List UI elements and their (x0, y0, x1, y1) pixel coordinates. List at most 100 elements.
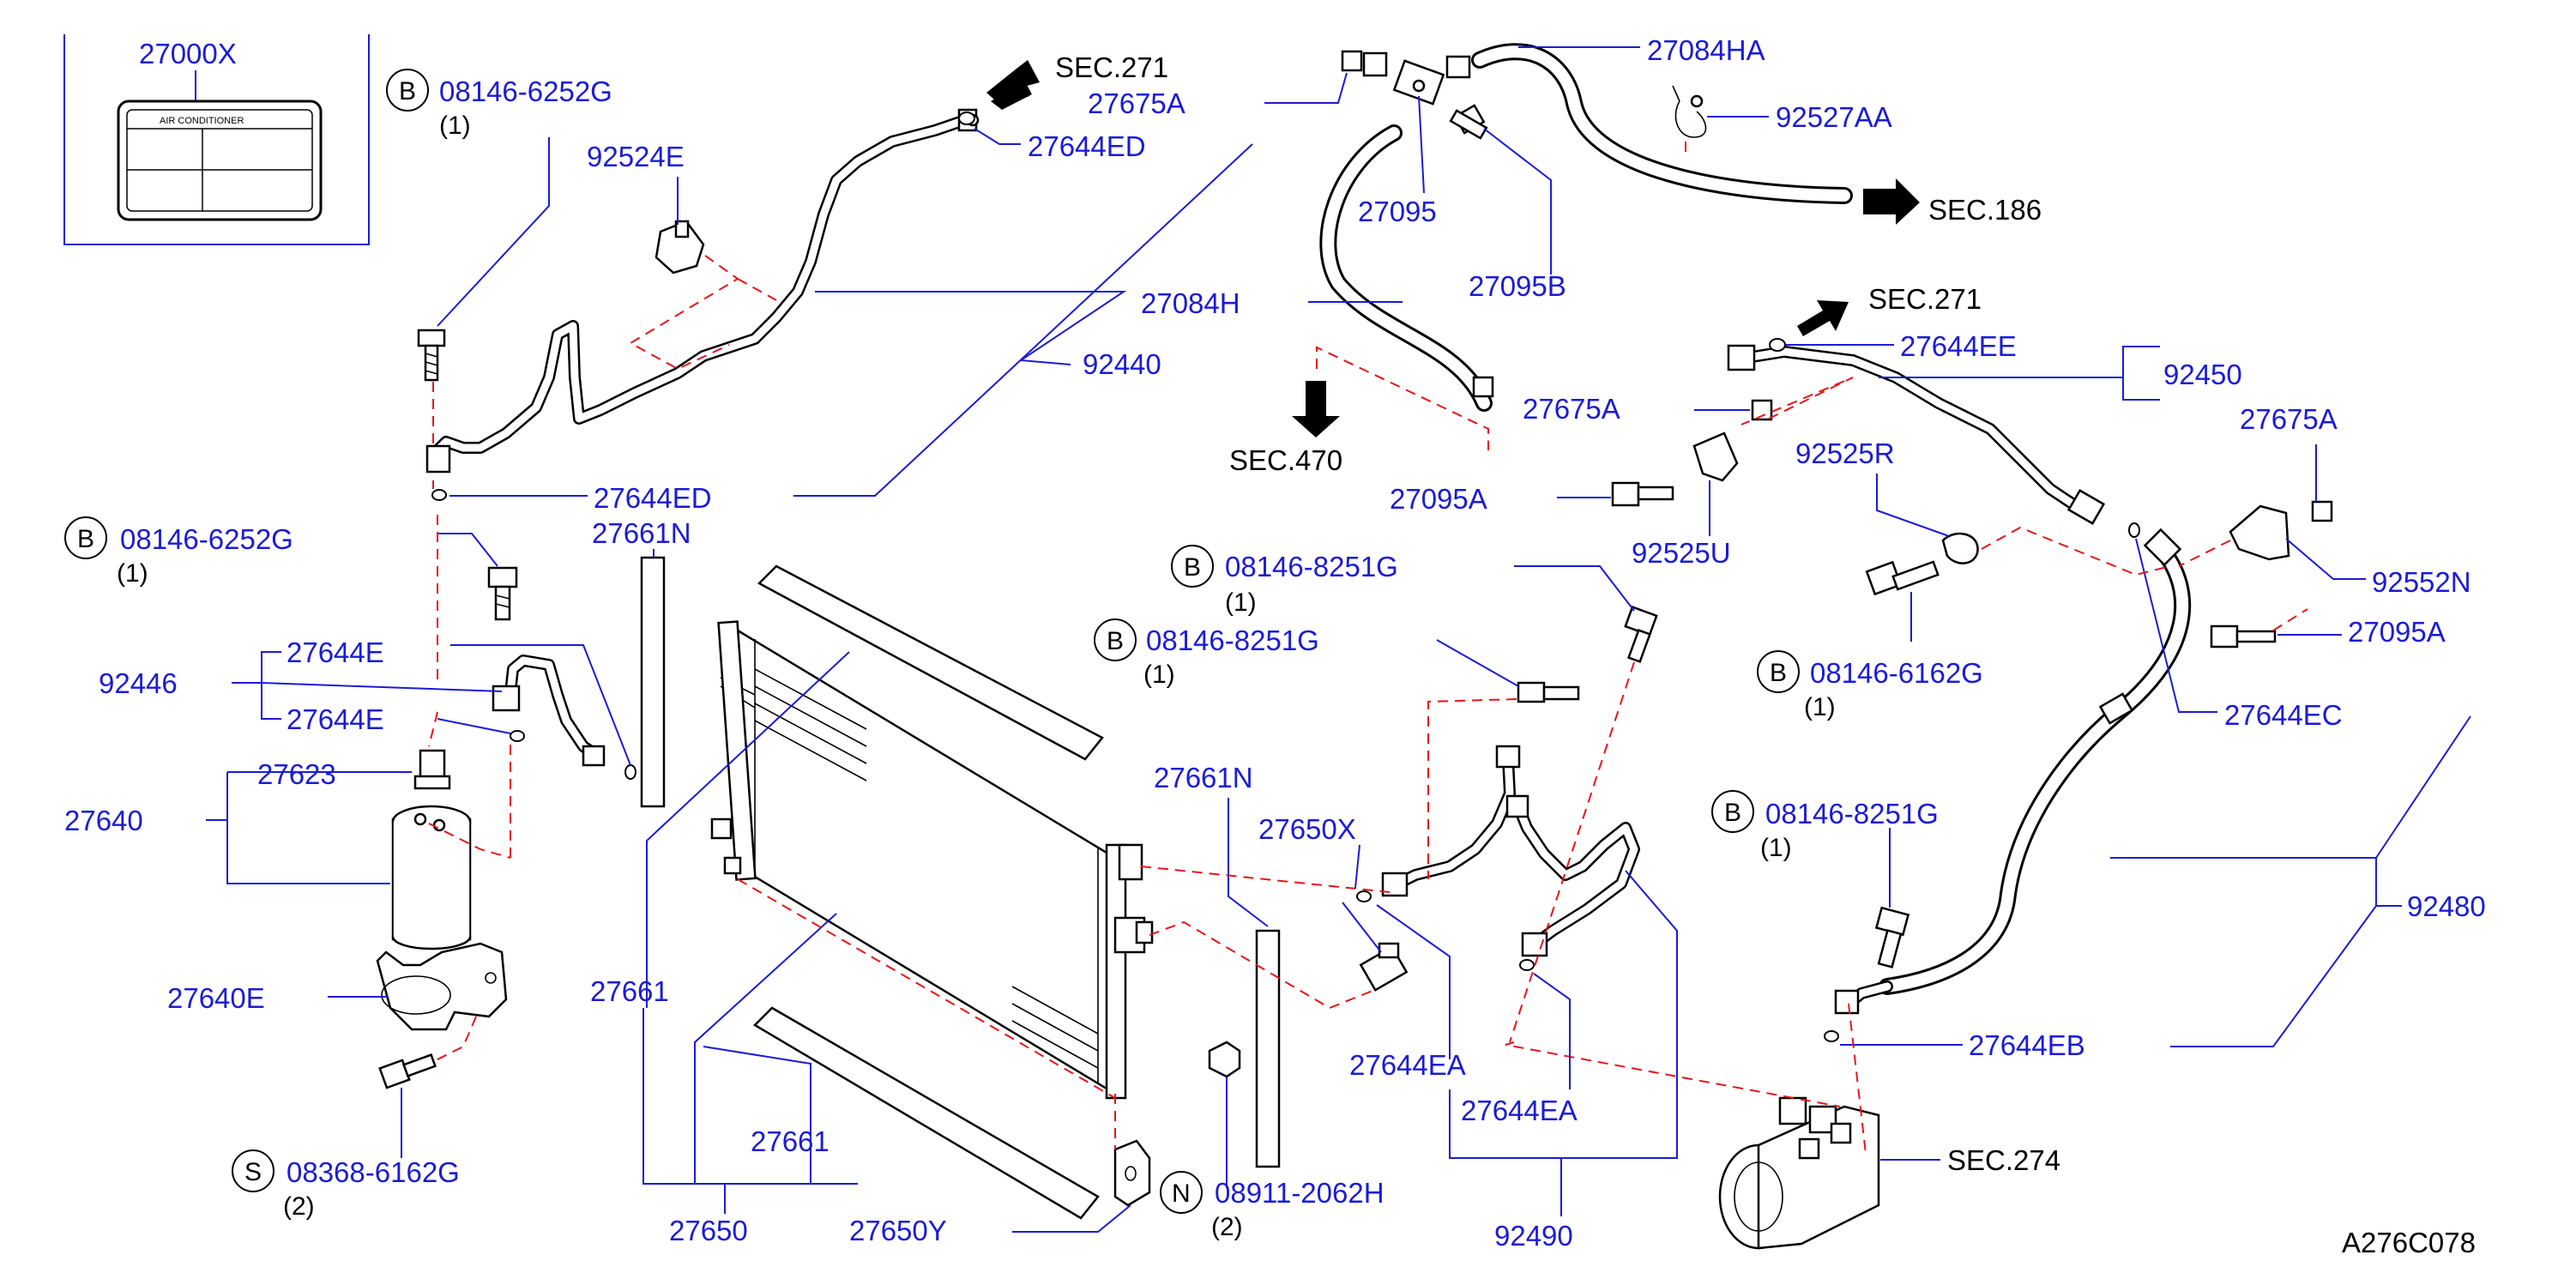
part-label-08146-8251g-compressor: 08146-8251G (1765, 798, 1939, 830)
b-symbol-letter: B (1770, 659, 1787, 687)
clip-92524e (655, 220, 705, 275)
part-label-27644ea-left: 27644EA (1349, 1049, 1466, 1081)
b-symbol-letter: B (1724, 799, 1741, 827)
hose-27084h (1319, 124, 1494, 412)
pipe-92490 (1381, 745, 1640, 957)
part-label-92480: 92480 (2407, 890, 2486, 922)
part-label-27644e-bottom: 27644E (287, 703, 384, 735)
part-label-92527aa: 92527AA (1776, 101, 1892, 133)
b-symbol-1 (386, 69, 429, 112)
sec-271-right: SEC.271 (1868, 283, 1982, 315)
sec-274: SEC.274 (1947, 1144, 2060, 1176)
qty-08146-6162g: (1) (1804, 693, 1836, 721)
bolt-08146-6252g-upper (417, 329, 446, 382)
b-symbol-letter: B (1107, 627, 1124, 655)
sensor-92527aa (1672, 85, 1707, 138)
bolt-08368-6162g (378, 1053, 437, 1089)
part-label-92440: 92440 (1083, 348, 1161, 380)
bolt-08146-6162g (1865, 560, 1940, 596)
qty-08146-8251g-compressor: (1) (1760, 834, 1792, 862)
part-label-27650: 27650 (669, 1215, 748, 1246)
part-label-27095: 27095 (1358, 196, 1437, 227)
b-symbol-letter: B (1184, 553, 1201, 582)
receiver-drier-27640 (391, 805, 472, 950)
sec-271-arrow-right (1797, 300, 1849, 336)
bolt-27095b (1449, 104, 1488, 140)
valve-27675a-right (2311, 500, 2333, 522)
sec-186: SEC.186 (1928, 194, 2042, 226)
sec-470-arrow (1292, 381, 1340, 437)
part-label-27661n-left: 27661N (592, 517, 691, 549)
part-label-27644ed-left: 27644ED (594, 482, 712, 514)
seal-27661-upper (757, 564, 1104, 761)
part-label-27661n-right: 27661N (1154, 762, 1253, 793)
compressor (1718, 1096, 1880, 1250)
part-label-27644eb: 27644EB (1969, 1029, 2085, 1061)
qty-08146-8251g-center: (1) (1143, 661, 1175, 689)
seal-27661n-left (640, 556, 666, 808)
part-label-08146-8251g-upper: 08146-8251G (1225, 551, 1398, 582)
part-label-27640e: 27640E (167, 982, 265, 1014)
switch-27650x (1359, 942, 1409, 992)
part-label-27644ea-center: 27644EA (1461, 1095, 1578, 1126)
part-label-27095b: 27095B (1469, 270, 1566, 302)
qty-08146-6252g-top: (1) (439, 112, 471, 140)
part-label-27644ec: 27644EC (2224, 699, 2343, 731)
part-label-08146-8251g-center: 08146-8251G (1146, 624, 1319, 656)
part-label-08368-6162g: 08368-6162G (287, 1156, 460, 1188)
qty-08368-6162g: (2) (283, 1192, 315, 1221)
part-label-27095a-mid: 27095A (1390, 483, 1487, 515)
bolt-08146-8251g-center (1517, 681, 1580, 703)
part-label-08146-6252g-left: 08146-6252G (120, 523, 293, 555)
part-label-27640: 27640 (64, 805, 143, 836)
part-label-92524e: 92524E (587, 141, 685, 172)
part-label-08146-6162g: 08146-6162G (1810, 657, 1983, 689)
bolt-08146-8251g-upper (1624, 605, 1658, 663)
part-label-27650x: 27650X (1258, 813, 1356, 845)
bolt-08146-8251g-compressor (1874, 906, 1910, 968)
pipe-92450 (1727, 344, 2106, 525)
qty-08146-6252g-left: (1) (117, 559, 148, 588)
tee-27095 (1362, 51, 1471, 106)
bracket-27640e (376, 942, 508, 1031)
n-symbol-letter: N (1172, 1179, 1191, 1208)
bolt-27095a-right (2210, 624, 2277, 649)
valve-27675a-top (1341, 50, 1363, 72)
part-label-27000x: 27000X (139, 38, 237, 69)
condenser-fins (720, 668, 1099, 1069)
drawing-number: A276C078 (2342, 1227, 2476, 1258)
part-label-27644ee: 27644EE (1900, 330, 2017, 362)
bracket-27650y (1113, 1139, 1151, 1207)
part-label-27675a-right: 27675A (2240, 403, 2338, 435)
part-label-27675a-mid: 27675A (1523, 393, 1620, 425)
sec-271-top: SEC.271 (1055, 51, 1168, 83)
part-label-27084h: 27084H (1141, 287, 1240, 319)
hose-27084ha (1471, 43, 1853, 204)
part-label-92525u: 92525U (1632, 537, 1731, 569)
sec-186-arrow (1863, 178, 1920, 225)
switch-27623 (413, 749, 451, 790)
label-plate-caption: AIR CONDITIONER (160, 116, 244, 126)
part-label-27675a-top: 27675A (1088, 87, 1185, 119)
qty-08911-2062h: (2) (1211, 1213, 1243, 1241)
qty-08146-8251g-upper: (1) (1225, 588, 1257, 617)
seal-27661-lower (752, 1006, 1100, 1220)
part-label-27644e-top: 27644E (287, 636, 384, 668)
pipe-92440 (425, 108, 980, 474)
valve-27675a-mid (1751, 399, 1773, 421)
part-label-27644ed-top: 27644ED (1028, 130, 1146, 162)
part-label-92552n: 92552N (2372, 566, 2471, 598)
part-label-92490: 92490 (1494, 1220, 1573, 1252)
sec-470: SEC.470 (1229, 444, 1342, 476)
nut-08911-2062h (1208, 1041, 1241, 1078)
pipe-92446 (492, 655, 606, 767)
ac-caution-label-plate (117, 100, 323, 221)
hose-92480 (1834, 528, 2192, 1015)
part-label-08911-2062h: 08911-2062H (1215, 1177, 1385, 1209)
b-symbol-letter: B (399, 77, 416, 106)
part-label-92525r: 92525R (1795, 437, 1895, 469)
sec-271-arrow-top (986, 60, 1040, 110)
clip-92525u (1692, 431, 1739, 482)
part-label-27084ha: 27084HA (1647, 34, 1765, 66)
